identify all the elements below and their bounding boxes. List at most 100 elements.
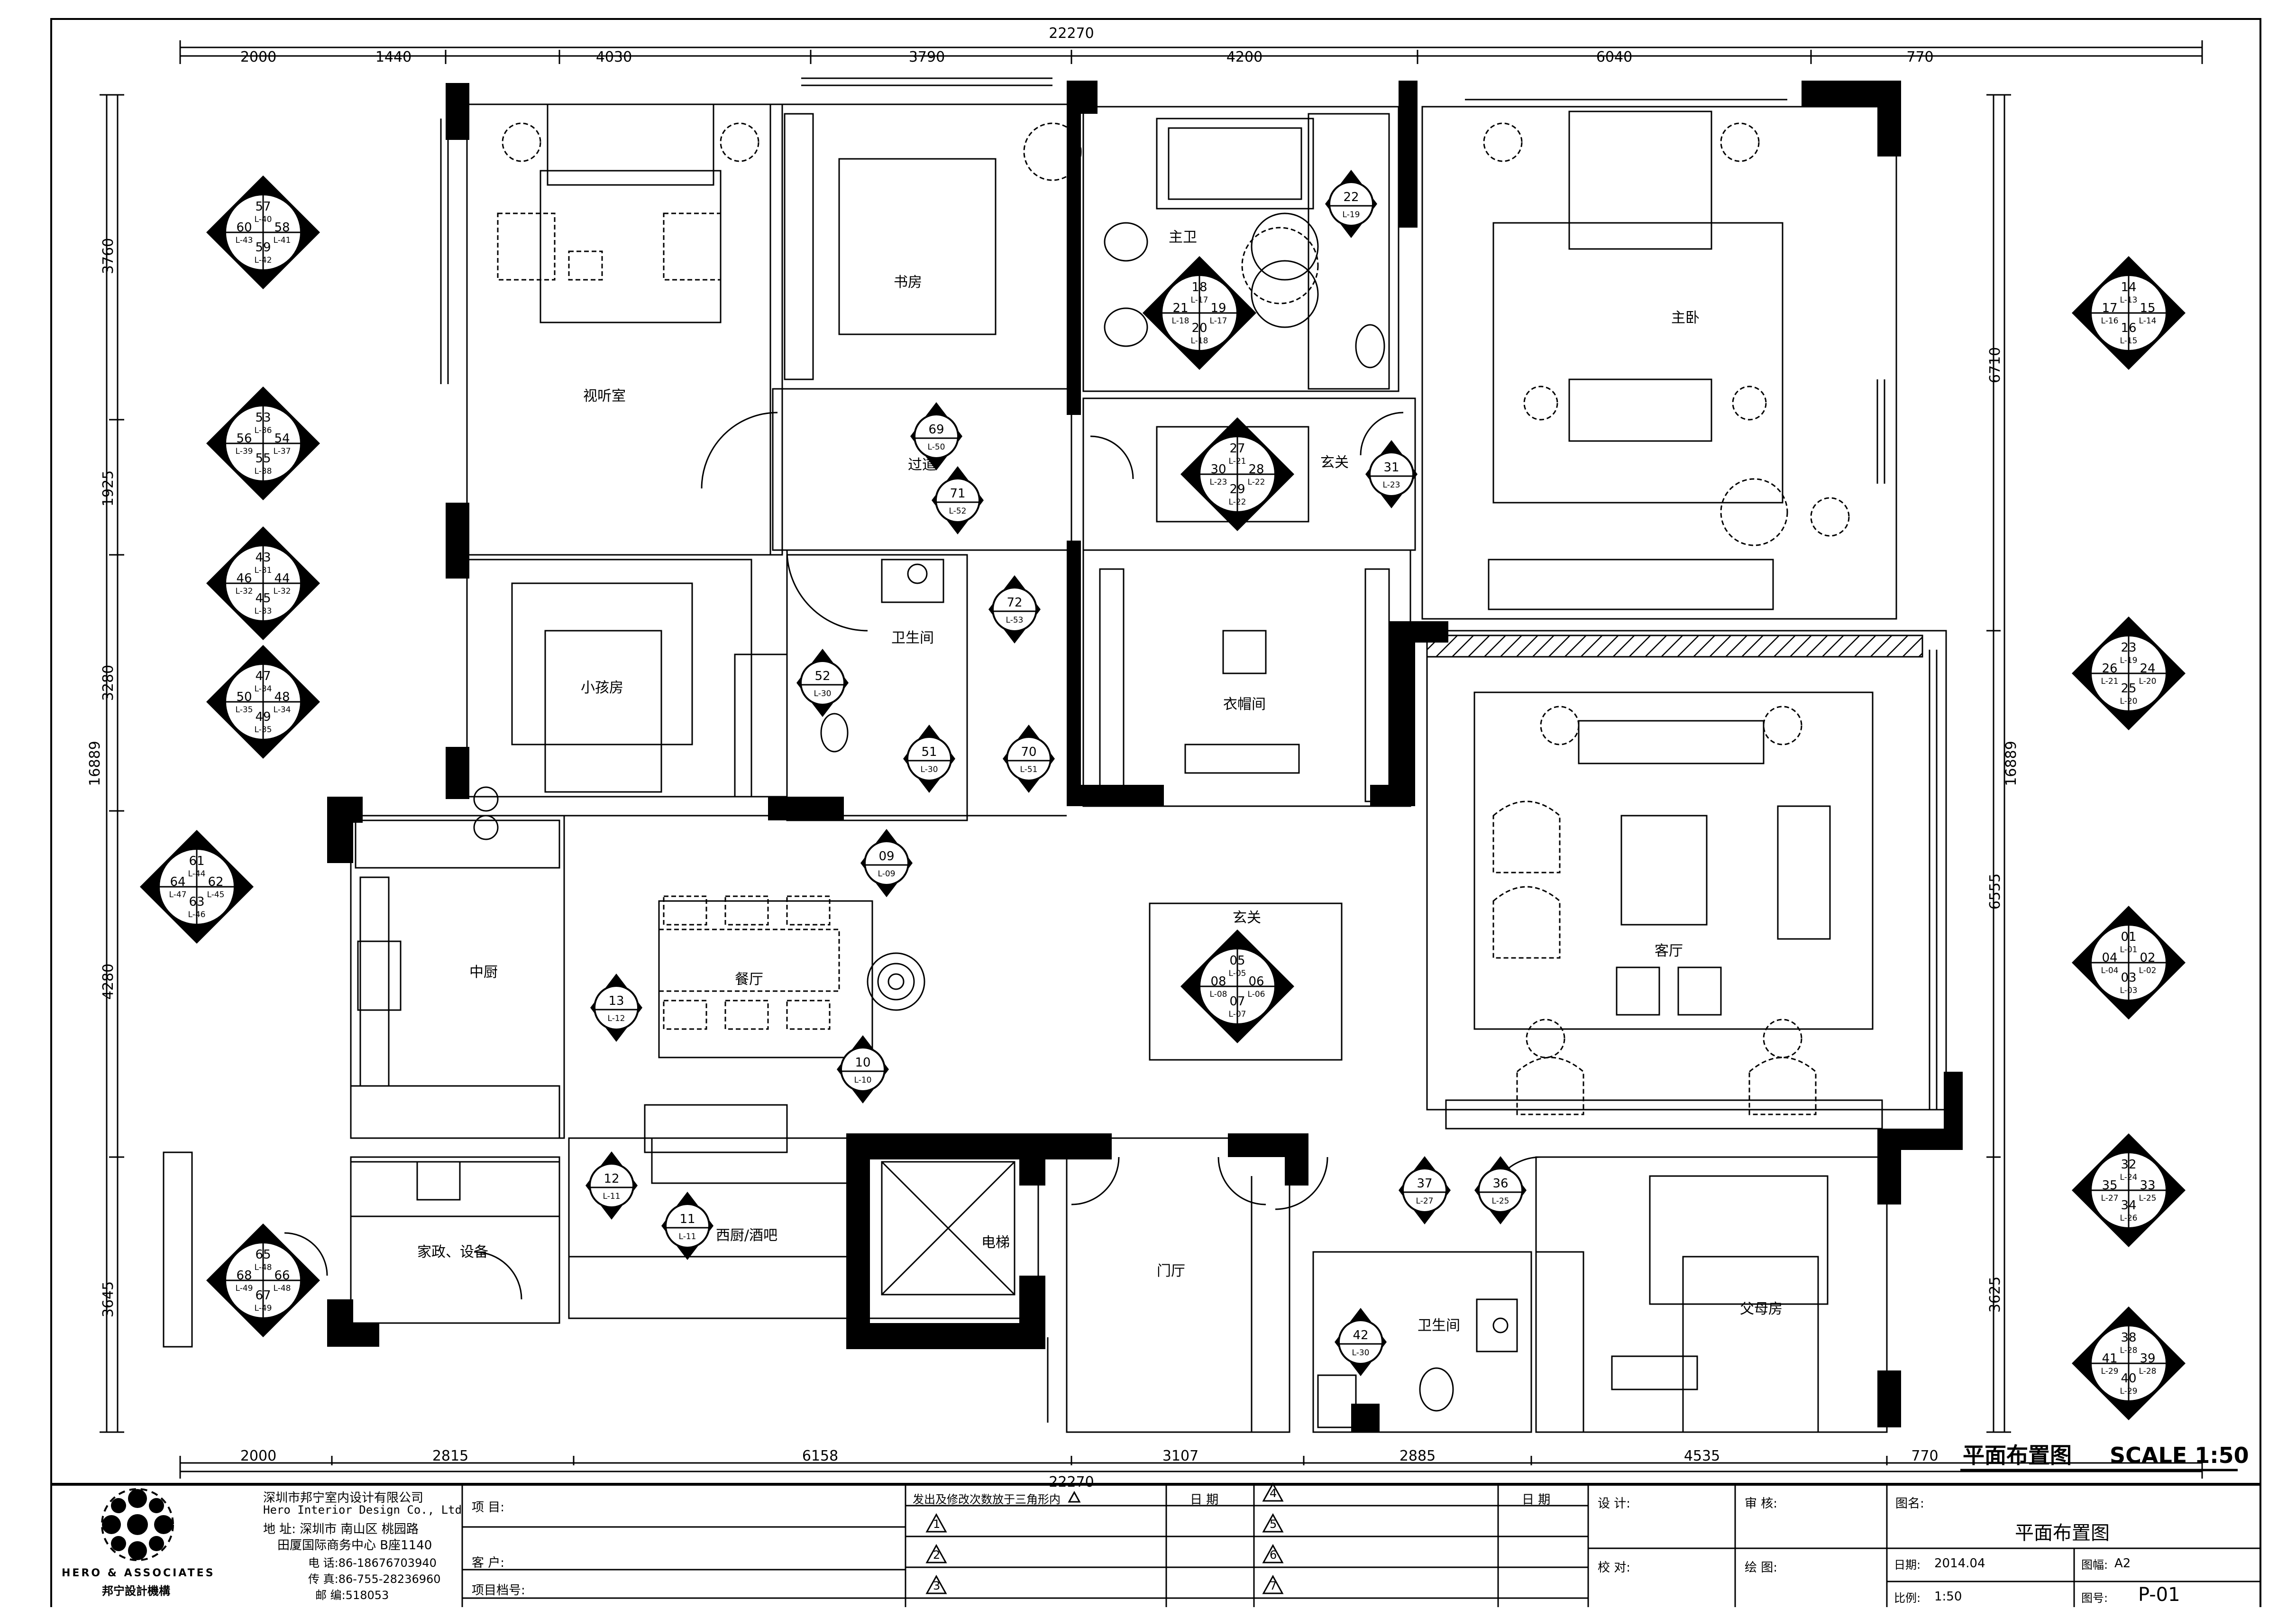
elevation-sheet-ref: L-07 xyxy=(1229,1010,1246,1019)
sheet-label: 图号: xyxy=(2081,1591,2108,1605)
elevation-number: 23 xyxy=(2121,641,2136,655)
elevation-sheet-ref: L-29 xyxy=(2101,1367,2119,1376)
dim-right-3: 3625 xyxy=(1987,1277,2003,1313)
dim-top-3: 4030 xyxy=(596,49,632,65)
elevation-sheet-ref: L-35 xyxy=(236,705,253,715)
elevation-sheet-ref: L-21 xyxy=(1229,457,1246,466)
size-label: 图幅: xyxy=(2081,1558,2108,1572)
section-marker: 51L-30 xyxy=(903,725,955,793)
revision-note: 发出及修改次数放于三角形内 xyxy=(913,1493,1061,1506)
plant xyxy=(867,952,925,1011)
right-dimension-labels: 6710 6555 3625 16889 xyxy=(1987,347,2020,1313)
elevation-number: 40 xyxy=(2121,1371,2136,1386)
elevation-number: 55 xyxy=(255,451,271,466)
dim-left-total: 16889 xyxy=(87,741,103,786)
title-block xyxy=(461,1484,2260,1609)
section-marker-circle xyxy=(906,736,952,782)
elevation-number: 57 xyxy=(255,200,271,214)
section-marker: 71L-52 xyxy=(932,466,984,534)
elevation-sheet-ref: L-24 xyxy=(2120,1173,2138,1182)
elevation-sheet-ref: L-26 xyxy=(2120,1214,2138,1223)
dim-bottom-7: 770 xyxy=(1911,1448,1938,1464)
section-sheet-ref: L-52 xyxy=(949,506,967,516)
elevation-sheet-ref: L-36 xyxy=(255,426,272,435)
section-marker-circle xyxy=(1338,1319,1383,1365)
revision-5: 5 xyxy=(1270,1517,1277,1531)
elevation-number: 67 xyxy=(255,1288,271,1303)
elevation-sheet-ref: L-49 xyxy=(255,1304,272,1313)
dim-left-5: 3645 xyxy=(100,1281,117,1317)
project-label: 项 目: xyxy=(472,1500,505,1515)
elevation-number: 56 xyxy=(236,432,252,446)
elevation-number: 06 xyxy=(1248,975,1264,989)
dim-top-5: 4200 xyxy=(1226,49,1262,65)
elevation-number: 60 xyxy=(236,221,252,235)
elevation-sheet-ref: L-03 xyxy=(2120,986,2138,995)
drawing-name-value: 平面布置图 xyxy=(2015,1522,2110,1544)
elevator-cross xyxy=(881,1161,1015,1296)
elevation-sheet-ref: L-17 xyxy=(1210,316,1227,326)
section-marker: 36L-25 xyxy=(1474,1156,1527,1224)
design-label: 设 计: xyxy=(1598,1497,1631,1511)
section-number: 51 xyxy=(921,745,937,759)
dim-left-4: 4280 xyxy=(100,964,117,1000)
logo-text-en: HERO & ASSOCIATES xyxy=(62,1567,215,1579)
section-sheet-ref: L-53 xyxy=(1006,616,1024,625)
dim-bottom-4: 3107 xyxy=(1162,1448,1198,1464)
drawing-name-label: 图名: xyxy=(1895,1497,1924,1511)
section-number: 31 xyxy=(1383,460,1399,475)
elevation-sheet-ref: L-41 xyxy=(274,236,291,245)
section-number: 11 xyxy=(679,1212,695,1226)
elevation-number: 19 xyxy=(1210,301,1226,315)
section-marker-circle xyxy=(1006,736,1052,782)
room-label-foyer-upper: 玄关 xyxy=(1320,454,1349,471)
elevation-sheet-ref: L-28 xyxy=(2139,1367,2157,1376)
feature-wall xyxy=(1426,634,1923,658)
scale-label: 比例: xyxy=(1894,1591,1921,1605)
elevation-sheet-ref: L-44 xyxy=(188,869,206,879)
elevation-sheet-ref: L-49 xyxy=(236,1284,253,1293)
section-number: 37 xyxy=(1417,1177,1432,1191)
fixtures xyxy=(473,212,1509,1412)
company-address-2: 田厦国际商务中心 B座1140 xyxy=(277,1538,432,1553)
dim-total-top: 22270 xyxy=(1049,25,1094,42)
dim-right-1: 6710 xyxy=(1987,347,2003,383)
elevation-number: 61 xyxy=(189,854,204,868)
room-label-entrance-hall: 门厅 xyxy=(1157,1263,1185,1279)
elevation-number: 53 xyxy=(255,411,271,425)
section-number: 13 xyxy=(608,994,624,1008)
dim-bottom-6: 4535 xyxy=(1684,1448,1720,1464)
section-marker-circle xyxy=(935,478,980,523)
drawing-heading: 平面布置图 xyxy=(1963,1443,2072,1468)
elevation-sheet-ref: L-48 xyxy=(274,1284,291,1293)
section-sheet-ref: L-51 xyxy=(1020,765,1038,774)
section-marker-circle xyxy=(589,1163,634,1208)
elevation-number: 45 xyxy=(255,591,271,606)
section-number: 71 xyxy=(950,487,965,501)
elevation-number: 41 xyxy=(2102,1352,2117,1366)
elevation-number: 48 xyxy=(274,690,290,704)
elevation-sheet-ref: L-43 xyxy=(236,236,253,245)
dim-top-1: 2000 xyxy=(240,49,276,65)
elevation-number: 68 xyxy=(236,1269,252,1283)
elevation-sheet-ref: L-27 xyxy=(2101,1194,2119,1203)
elevation-number: 18 xyxy=(1191,280,1207,294)
elevation-sheet-ref: L-29 xyxy=(2120,1387,2138,1396)
room-label-bar: 西厨/酒吧 xyxy=(716,1227,778,1244)
elevation-number: 63 xyxy=(189,895,204,909)
elevation-sheet-ref: L-39 xyxy=(236,447,253,456)
room-label-living: 客厅 xyxy=(1655,943,1683,959)
elevation-sheet-ref: L-18 xyxy=(1191,336,1208,346)
dim-left-2: 1925 xyxy=(100,470,117,506)
elevation-number: 64 xyxy=(170,875,185,889)
elevation-number: 59 xyxy=(255,240,271,255)
elevation-number: 47 xyxy=(255,669,271,683)
section-number: 72 xyxy=(1006,596,1022,610)
